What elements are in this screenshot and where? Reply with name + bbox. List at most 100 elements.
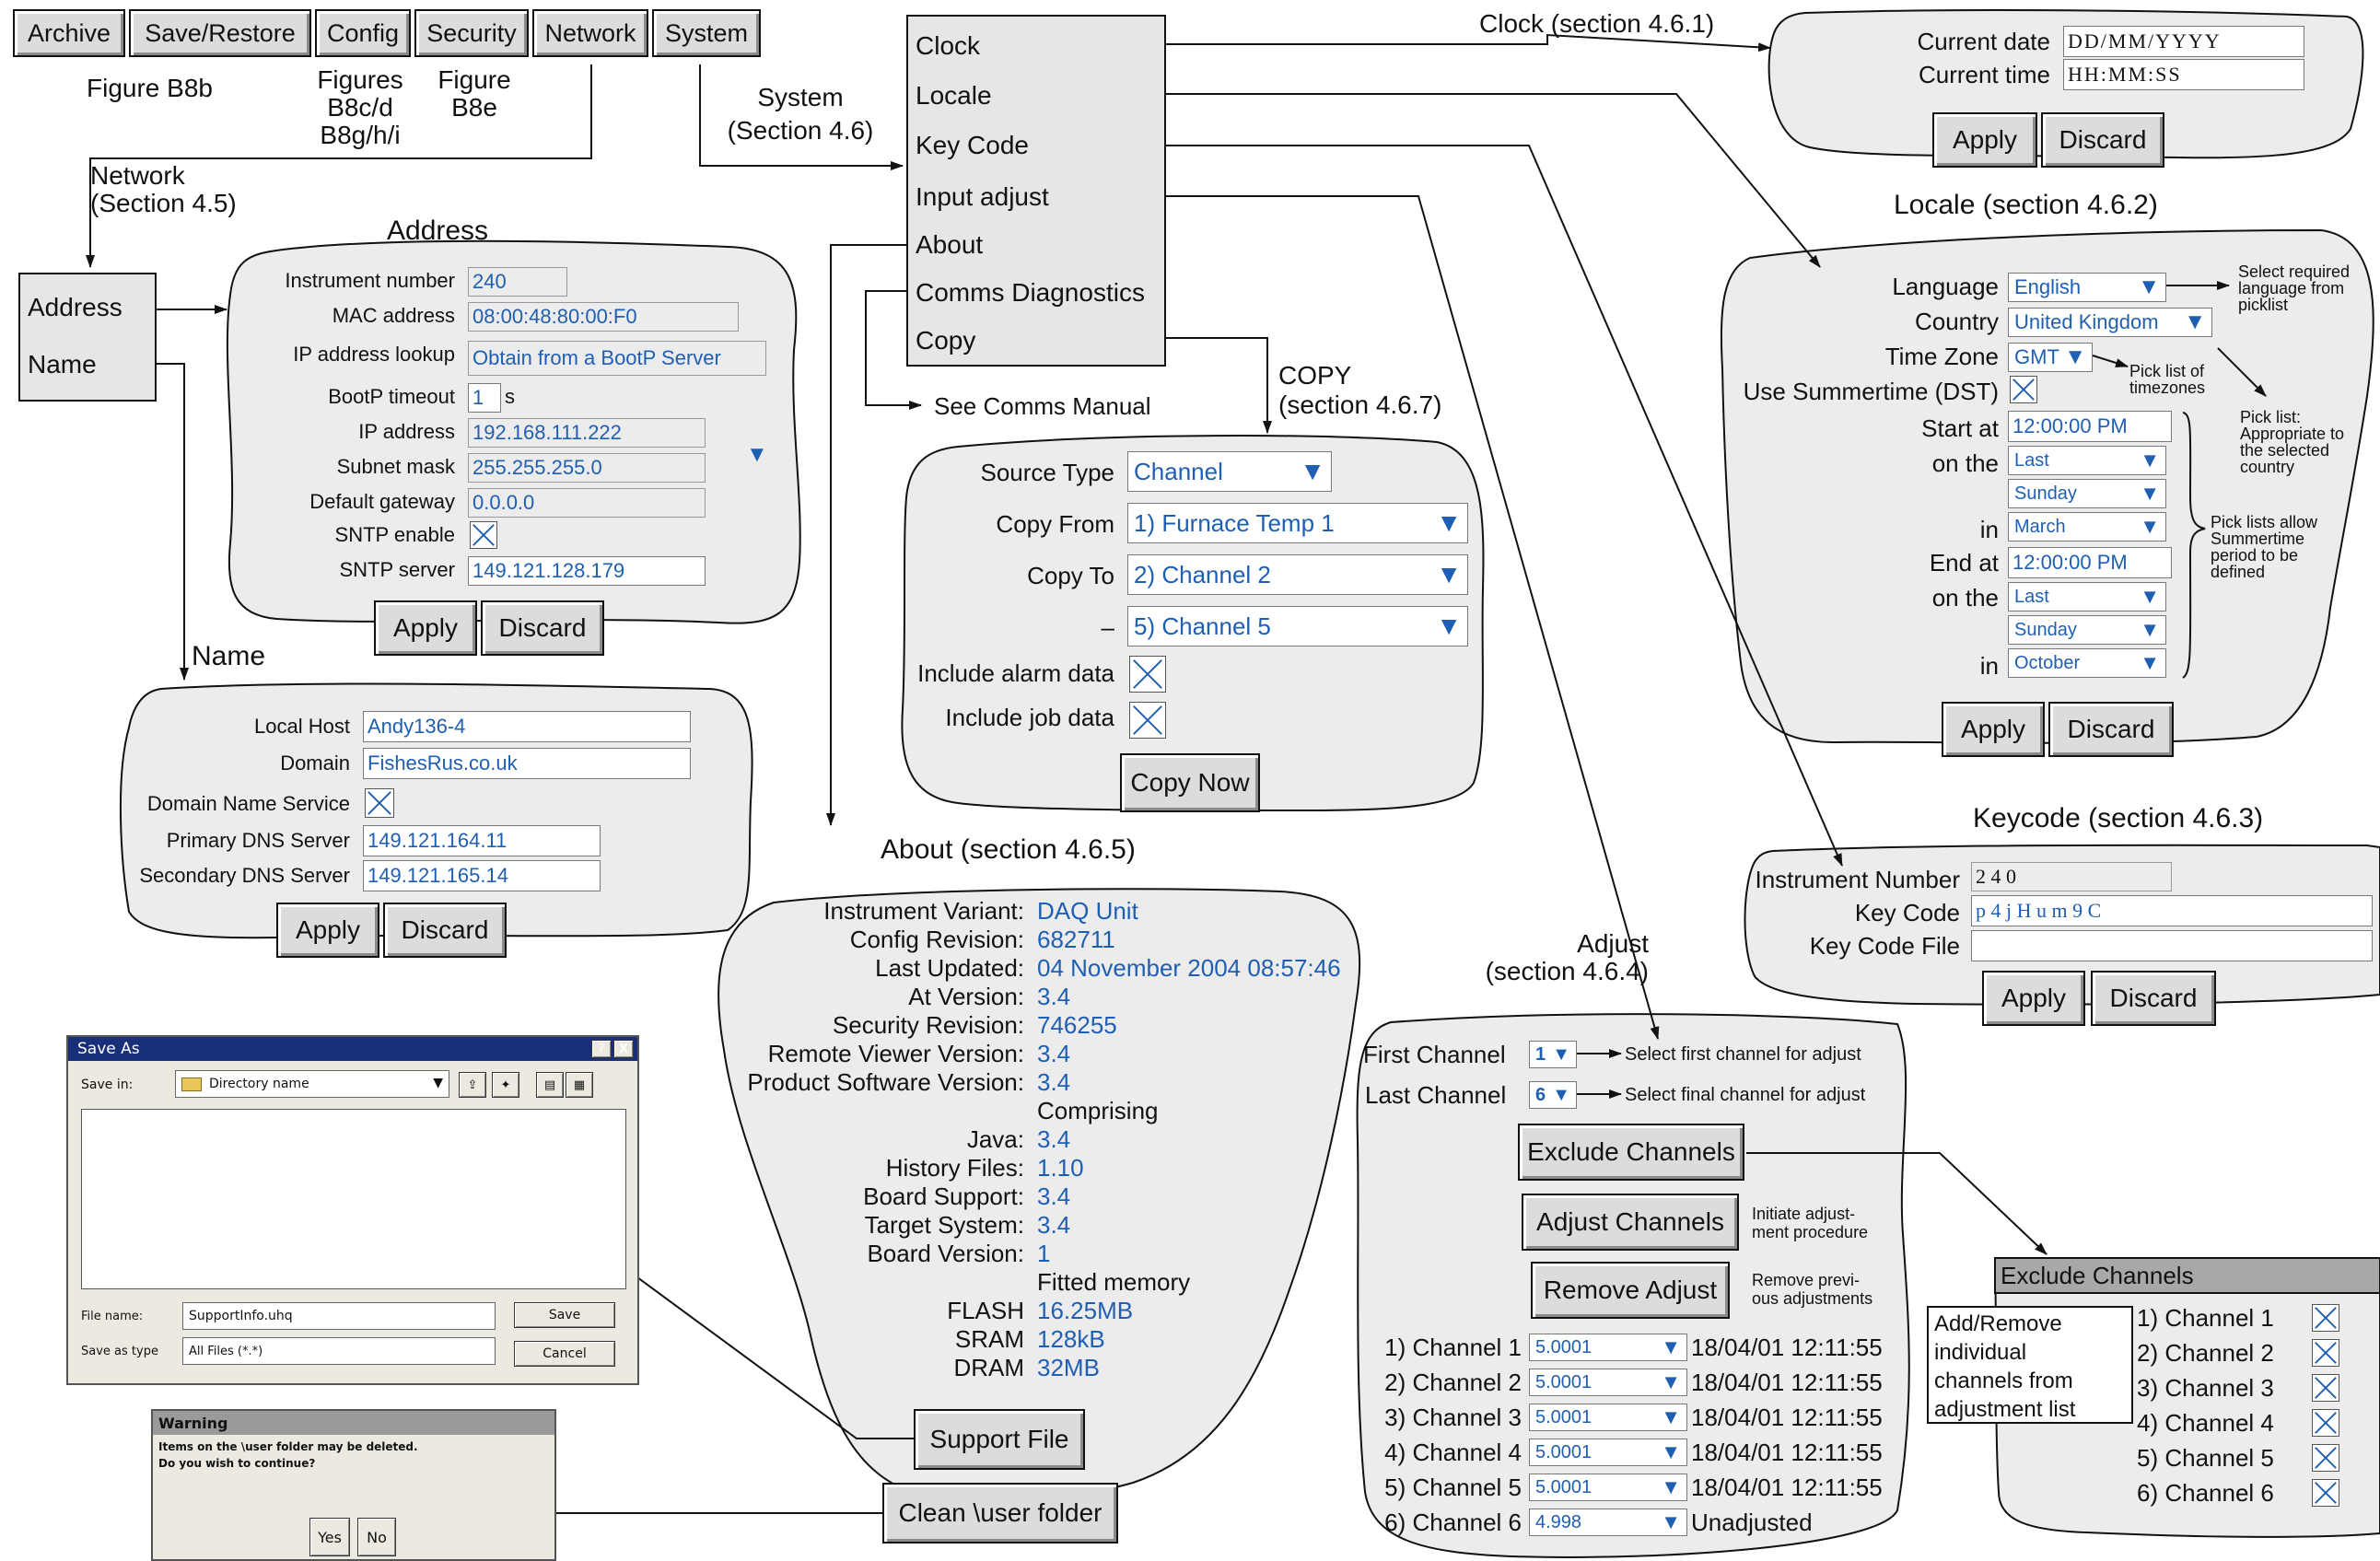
locale-apply-button[interactable]: Apply — [1942, 702, 2045, 757]
end-at-field[interactable]: 12:00:00 PM — [2008, 547, 2172, 578]
mac-address-field[interactable]: 08:00:48:80:00:F0 — [468, 302, 739, 332]
domain-field[interactable]: FishesRus.co.uk — [363, 748, 691, 779]
end-month-dropdown[interactable]: October▼ — [2008, 648, 2166, 678]
source-type-dropdown[interactable]: Channel▼ — [1127, 451, 1332, 492]
adjust-channels-button[interactable]: Adjust Channels — [1522, 1194, 1739, 1251]
adjust-channel-value[interactable]: 5.0001▼ — [1529, 1334, 1687, 1361]
country-label: Country — [1914, 308, 1999, 335]
save-in-dropdown[interactable]: Directory name ▼ — [175, 1070, 449, 1098]
up-folder-icon[interactable]: ⇪ — [459, 1072, 486, 1098]
list-view-icon[interactable]: ▤ — [536, 1072, 564, 1098]
network-button[interactable]: Network — [532, 9, 648, 57]
end-week-dropdown[interactable]: Last▼ — [2008, 582, 2166, 612]
clock-apply-button[interactable]: Apply — [1932, 112, 2037, 168]
system-menu-locale[interactable]: Locale — [916, 81, 992, 110]
local-host-field[interactable]: Andy136-4 — [363, 711, 691, 742]
config-button[interactable]: Config — [315, 9, 411, 57]
adjust-channel-value[interactable]: 5.0001▼ — [1529, 1404, 1687, 1431]
support-file-button[interactable]: Support File — [914, 1409, 1085, 1470]
exclude-channel-checkbox[interactable] — [2312, 1339, 2339, 1367]
adjust-channel-value[interactable]: 5.0001▼ — [1529, 1474, 1687, 1501]
copy-from-dropdown[interactable]: 1) Furnace Temp 1▼ — [1127, 503, 1468, 543]
exclude-channel-checkbox[interactable] — [2312, 1479, 2339, 1507]
locale-discard-button[interactable]: Discard — [2048, 702, 2174, 757]
exclude-channel-checkbox[interactable] — [2312, 1304, 2339, 1332]
last-channel-dropdown[interactable]: 6▼ — [1529, 1081, 1577, 1109]
system-menu-clock[interactable]: Clock — [916, 31, 981, 60]
current-date-field[interactable]: DD/MM/YYYY — [2063, 26, 2304, 57]
address-apply-button[interactable]: Apply — [374, 600, 477, 656]
details-view-icon[interactable]: ▦ — [566, 1072, 593, 1098]
network-menu-name[interactable]: Name — [28, 350, 97, 379]
address-discard-button[interactable]: Discard — [481, 600, 604, 656]
remove-adjust-button[interactable]: Remove Adjust — [1531, 1262, 1730, 1319]
country-dropdown[interactable]: United Kingdom▼ — [2008, 308, 2212, 337]
close-button[interactable]: X — [613, 1040, 634, 1058]
sntp-server-field[interactable]: 149.121.128.179 — [468, 556, 706, 586]
ip-address-field[interactable]: 192.168.111.222 — [468, 418, 706, 448]
start-month-dropdown[interactable]: March▼ — [2008, 512, 2166, 542]
system-menu-input-adjust[interactable]: Input adjust — [916, 182, 1049, 211]
exclude-channel-checkbox[interactable] — [2312, 1409, 2339, 1437]
exclude-channel-checkbox[interactable] — [2312, 1374, 2339, 1402]
instrument-number-kc-label: Instrument Number — [1755, 866, 1960, 893]
key-code-field[interactable]: p 4 j H u m 9 C — [1971, 895, 2373, 926]
new-folder-icon[interactable]: ✦ — [492, 1072, 519, 1098]
name-apply-button[interactable]: Apply — [276, 903, 379, 958]
network-menu-address[interactable]: Address — [28, 293, 122, 321]
end-day-dropdown[interactable]: Sunday▼ — [2008, 615, 2166, 645]
dst-checkbox[interactable] — [2010, 376, 2037, 403]
system-menu-comms-diagnostics[interactable]: Comms Diagnostics — [916, 278, 1145, 307]
keycode-apply-button[interactable]: Apply — [1982, 971, 2085, 1026]
copy-range-dropdown[interactable]: 5) Channel 5▼ — [1127, 606, 1468, 647]
start-day-dropdown[interactable]: Sunday▼ — [2008, 479, 2166, 508]
system-menu-about[interactable]: About — [916, 230, 984, 259]
save-as-titlebar: Save As ? X — [68, 1037, 637, 1061]
clock-discard-button[interactable]: Discard — [2041, 112, 2164, 168]
clean-user-folder-button[interactable]: Clean \user folder — [882, 1483, 1118, 1544]
start-week-dropdown[interactable]: Last▼ — [2008, 446, 2166, 475]
save-type-field[interactable]: All Files (*.*) — [182, 1337, 496, 1365]
sntp-enable-checkbox[interactable] — [470, 521, 497, 549]
key-code-file-field[interactable] — [1971, 930, 2373, 961]
subnet-mask-field[interactable]: 255.255.255.0 — [468, 453, 706, 483]
copy-to-dropdown[interactable]: 2) Channel 2▼ — [1127, 554, 1468, 595]
system-menu-copy[interactable]: Copy — [916, 326, 976, 355]
primary-dns-field[interactable]: 149.121.164.11 — [363, 825, 601, 856]
adjust-channel-value[interactable]: 5.0001▼ — [1529, 1369, 1687, 1396]
secondary-dns-field[interactable]: 149.121.165.14 — [363, 860, 601, 891]
bootp-timeout-field[interactable]: 1 — [468, 383, 501, 413]
copy-now-button[interactable]: Copy Now — [1120, 753, 1260, 812]
help-button[interactable]: ? — [591, 1040, 612, 1058]
exclude-channel-checkbox[interactable] — [2312, 1444, 2339, 1472]
include-job-checkbox[interactable] — [1129, 702, 1166, 739]
yes-button[interactable]: Yes — [309, 1518, 350, 1556]
system-menu-key-code[interactable]: Key Code — [916, 131, 1029, 159]
keycode-discard-button[interactable]: Discard — [2091, 971, 2216, 1026]
default-gateway-field[interactable]: 0.0.0.0 — [468, 488, 706, 518]
archive-button[interactable]: Archive — [13, 9, 125, 57]
instrument-number-field[interactable]: 240 — [468, 267, 567, 297]
timezone-dropdown[interactable]: GMT▼ — [2008, 343, 2093, 372]
exclude-channels-button[interactable]: Exclude Channels — [1518, 1124, 1744, 1181]
ip-lookup-field[interactable]: Obtain from a BootP Server — [468, 341, 766, 376]
save-button[interactable]: Save — [514, 1302, 615, 1328]
first-channel-dropdown[interactable]: 1▼ — [1529, 1041, 1577, 1068]
language-dropdown[interactable]: English▼ — [2008, 273, 2166, 302]
save-restore-button[interactable]: Save/Restore — [129, 9, 311, 57]
file-name-field[interactable]: SupportInfo.uhq — [182, 1302, 496, 1330]
security-button[interactable]: Security — [414, 9, 529, 57]
start-at-field[interactable]: 12:00:00 PM — [2008, 411, 2172, 442]
cancel-button[interactable]: Cancel — [514, 1341, 615, 1367]
system-button[interactable]: System — [652, 9, 761, 57]
file-list-area[interactable] — [81, 1109, 626, 1289]
current-time-field[interactable]: HH:MM:SS — [2063, 59, 2304, 90]
include-alarm-checkbox[interactable] — [1129, 656, 1166, 693]
adjust-channel-value[interactable]: 5.0001▼ — [1529, 1439, 1687, 1466]
scroll-down-icon[interactable]: ▼ — [746, 442, 768, 467]
adjust-channel-value[interactable]: 4.998▼ — [1529, 1509, 1687, 1536]
no-button[interactable]: No — [357, 1518, 396, 1556]
about-flash-label: FLASH — [947, 1297, 1024, 1324]
dns-checkbox[interactable] — [365, 788, 394, 818]
name-discard-button[interactable]: Discard — [383, 903, 507, 958]
